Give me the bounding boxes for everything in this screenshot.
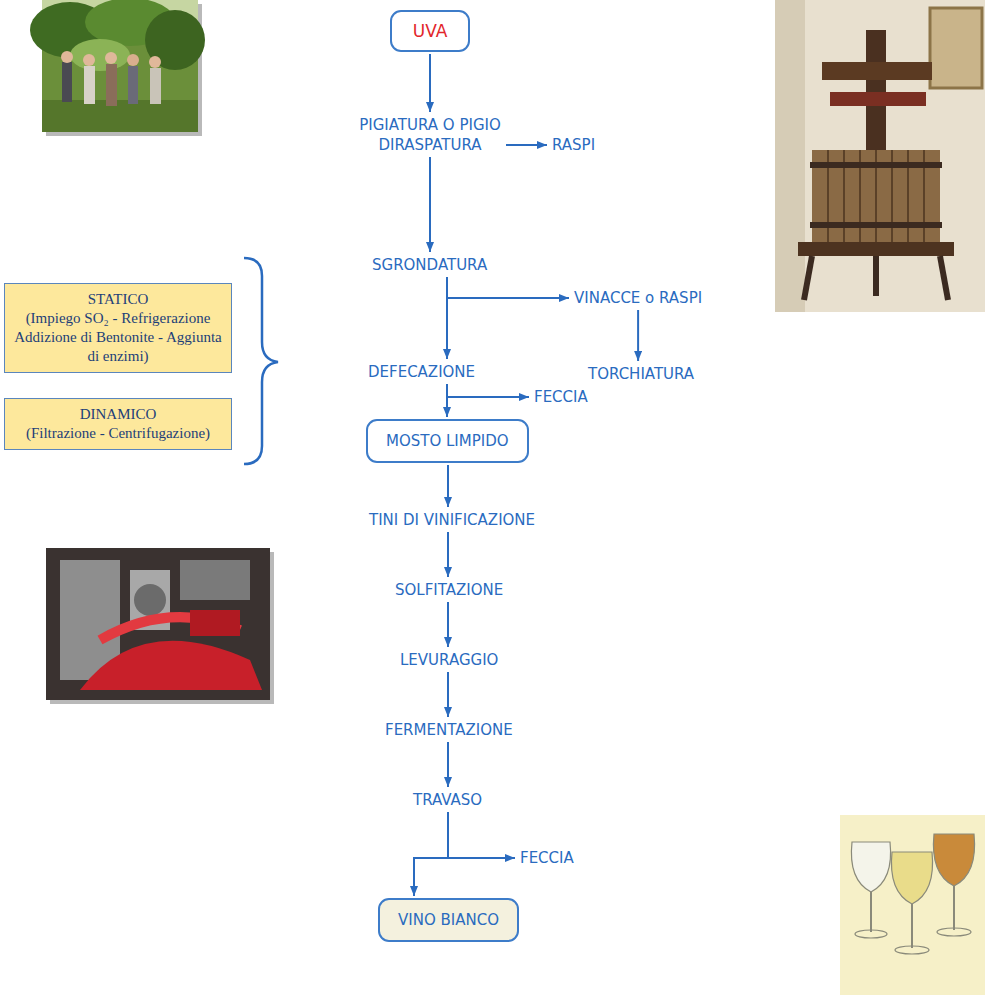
vineyard-photo-part [105,52,117,64]
flow-arrow [447,532,449,577]
machine-photo [46,548,274,704]
vineyard-photo-part [106,64,117,106]
vineyard-photo-part [128,66,138,104]
wine-press-photo-part [798,242,954,256]
vineyard-photo-part [42,100,198,132]
curly-bracket [244,258,278,464]
wine-glasses-picture-part [851,842,890,892]
node-text: DEFECAZIONE [368,362,475,382]
flow-arrow [447,465,449,507]
wine-press-photo-part [810,222,942,228]
node-text: FERMENTAZIONE [385,720,513,740]
flow-arrow [447,277,569,298]
wine-glasses-picture-part [895,946,929,954]
node-text: PIGIATURA O PIGIO DIRASPATURA [359,115,501,155]
machine-photo-part [180,560,250,600]
step-label: SGRONDATURA [370,255,489,275]
machine-photo-part [190,610,240,636]
wine-glasses-picture-part [840,815,985,995]
flow-arrow [429,157,431,252]
vineyard-photo-part [70,39,130,71]
node-text: FECCIA [534,387,588,407]
output-label: FECCIA [518,848,576,868]
output-label: RASPI [550,135,597,155]
vineyard-photo-part [83,54,95,66]
node-text: DINAMICO [11,405,225,424]
wine-glasses-picture-part [937,928,971,936]
wine-glasses-picture-part [933,834,974,886]
node-text: VINO BIANCO [398,910,499,930]
machine-photo-part [80,641,262,690]
wine-press-photo-part [775,0,805,312]
wine-glasses-picture-part [870,892,872,932]
step-label: LEVURAGGIO [398,650,500,670]
vineyard-photo-part [61,51,73,63]
step-label: FERMENTAZIONE [383,720,515,740]
flow-arrow [447,384,529,397]
machine-photo-part [134,584,166,616]
process-box: MOSTO LIMPIDO [366,419,529,463]
vineyard-photo-part [84,66,95,104]
vineyard-photo-part [62,62,72,102]
method-box: DINAMICO(Filtrazione - Centrifugazione) [4,398,232,450]
wine-press-photo-part [804,256,812,300]
node-text: LEVURAGGIO [400,650,498,670]
node-text: VINACCE o RASPI [574,288,702,308]
wine-press-photo-part [822,62,932,80]
node-body: (Filtrazione - Centrifugazione) [11,424,225,443]
node-text: TORCHIATURA [588,364,694,384]
vineyard-photo-part [127,54,139,66]
flow-arrow [637,310,639,361]
method-box: STATICO(Impiego SO₂ - Refrigerazione Add… [4,283,232,373]
flow-arrow [448,812,515,858]
wine-press-photo-part [830,92,926,106]
vineyard-photo-part [145,10,205,70]
node-text: TRAVASO [413,790,482,810]
node-text: UVA [410,21,450,41]
vineyard-photo-part [150,68,161,104]
machine-photo-part [46,548,270,700]
step-label: PIGIATURA O PIGIO DIRASPATURA [357,115,503,155]
node-text: SOLFITAZIONE [395,580,503,600]
flow-arrow [414,812,448,896]
node-text: RASPI [552,135,595,155]
step-label: TORCHIATURA [586,364,696,384]
wine-glasses-picture-part [855,930,887,938]
flow-arrow [447,742,449,787]
wine-press-photo-part [873,256,879,296]
node-body: (Impiego SO₂ - Refrigerazione Addizione … [11,309,225,366]
wine-glasses-picture-part [891,852,932,904]
node-text: FECCIA [520,848,574,868]
end-box: VINO BIANCO [378,898,519,942]
vineyard-photo-part [149,56,161,68]
flow-arrow [446,384,448,417]
wine-press-photo-part [775,0,985,312]
node-text: SGRONDATURA [372,255,487,275]
step-label: TRAVASO [411,790,484,810]
step-label: DEFECAZIONE [366,362,477,382]
wine-press-photo [775,0,985,312]
wine-glasses-picture [840,815,985,995]
output-label: FECCIA [532,387,590,407]
node-text: TINI DI VINIFICAZIONE [369,510,535,530]
wine-press-photo-part [930,8,982,88]
step-label: SOLFITAZIONE [393,580,505,600]
wine-glasses-picture-part [911,904,913,948]
flow-arrow [447,602,449,647]
start-box: UVA [390,10,470,52]
flow-arrow [506,144,547,146]
step-label: TINI DI VINIFICAZIONE [367,510,537,530]
wine-press-photo-part [810,162,942,168]
node-text: STATICO [11,290,225,309]
wine-press-photo-part [940,256,948,300]
output-label: VINACCE o RASPI [572,288,704,308]
flow-arrow [429,54,431,112]
vineyard-photo [30,0,205,136]
node-text: MOSTO LIMPIDO [386,431,509,451]
wine-glasses-picture-part [953,886,955,930]
flow-arrow [447,672,449,717]
